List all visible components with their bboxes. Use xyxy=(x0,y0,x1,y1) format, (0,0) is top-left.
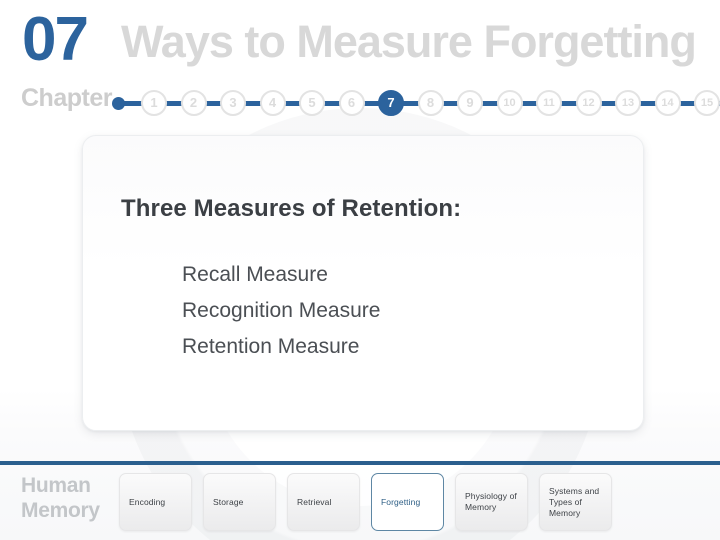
slide-header: 07 Chapter Ways to Measure Forgetting xyxy=(0,0,720,120)
timeline-node-3[interactable]: 3 xyxy=(220,90,246,116)
tab-label: Physiology of Memory xyxy=(465,491,517,512)
timeline-node-1[interactable]: 1 xyxy=(141,90,167,116)
timeline-node-6[interactable]: 6 xyxy=(338,90,365,116)
footer-divider xyxy=(0,461,720,465)
content-card: Three Measures of Retention: Recall Meas… xyxy=(82,135,644,431)
page-title: Ways to Measure Forgetting xyxy=(121,16,697,67)
card-heading: Three Measures of Retention: xyxy=(121,195,462,222)
tab-forgetting[interactable]: Forgetting xyxy=(371,473,444,531)
timeline-node-8[interactable]: 8 xyxy=(417,90,444,116)
measure-item: Retention Measure xyxy=(182,335,360,358)
brand-line-2: Memory xyxy=(21,499,100,522)
tab-label: Systems and Types of Memory xyxy=(549,485,600,518)
timeline-node-2[interactable]: 2 xyxy=(180,90,207,116)
timeline-node-4[interactable]: 4 xyxy=(259,90,286,116)
brand-title: Human Memory xyxy=(21,473,100,523)
brand-line-1: Human xyxy=(21,474,91,497)
tab-label: Encoding xyxy=(129,496,166,507)
timeline-node-7[interactable]: 7 xyxy=(378,90,404,116)
measure-item: Recognition Measure xyxy=(182,299,381,322)
timeline-node-11[interactable]: 11 xyxy=(536,90,562,116)
tab-retrieval[interactable]: Retrieval xyxy=(287,473,360,531)
timeline-start-dot xyxy=(112,97,125,110)
chapter-label: Chapter xyxy=(21,84,112,112)
timeline-node-13[interactable]: 13 xyxy=(615,90,641,116)
tab-label: Forgetting xyxy=(381,496,421,507)
timeline-node-5[interactable]: 5 xyxy=(299,90,325,116)
tab-label: Retrieval xyxy=(297,496,332,507)
chapter-number: 07 xyxy=(22,5,89,74)
section-tabbar: Encoding Storage Retrieval Forgetting Physio… xyxy=(119,473,719,533)
tab-encoding[interactable]: Encoding xyxy=(119,473,192,531)
timeline-node-10[interactable]: 10 xyxy=(496,90,523,116)
tab-physiology-of-memory[interactable]: Physiology of Memory xyxy=(455,473,528,531)
timeline-node-12[interactable]: 12 xyxy=(575,90,602,116)
tab-label: Storage xyxy=(213,496,244,507)
measure-item: Recall Measure xyxy=(182,263,328,286)
timeline-node-9[interactable]: 9 xyxy=(457,90,483,116)
tab-storage[interactable]: Storage xyxy=(203,473,276,531)
tab-systems-and-types-of-memory[interactable]: Systems and Types of Memory xyxy=(539,473,612,531)
timeline-node-14[interactable]: 14 xyxy=(654,90,681,116)
timeline-node-15[interactable]: 15 xyxy=(694,90,720,116)
